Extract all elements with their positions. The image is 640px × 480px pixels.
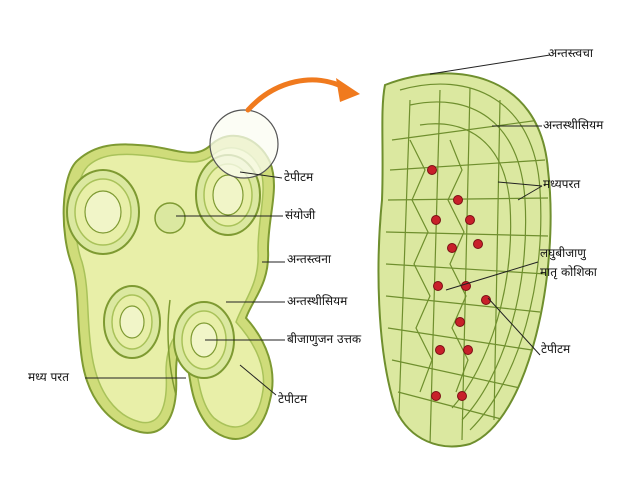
connective-tissue — [154, 202, 186, 234]
label-tapetum-right: टेपीटम — [541, 342, 571, 356]
label-epidermis-left: अन्तस्त्वना — [287, 252, 331, 266]
pollen-sac-bottom-left — [103, 285, 161, 359]
magnified-section — [377, 72, 552, 448]
label-endothecium-top: अन्तस्त्वचा — [548, 46, 593, 60]
microspore-mother-cell-nuclei — [427, 165, 491, 401]
magnify-arrow — [245, 77, 348, 113]
pollen-sac-bottom-right — [173, 301, 235, 379]
label-tapetum-left-top: टेपीटम — [284, 170, 314, 184]
label-microspore-mother-line2: मातृ कोशिका — [540, 265, 597, 279]
leader-lines — [85, 54, 551, 396]
label-sporogenous-tissue: बीजाणुजन उत्तक — [287, 332, 362, 346]
label-tapetum-left-bottom: टेपीटम — [278, 392, 308, 406]
label-endothecium-right: अन्तस्थीसियम — [543, 118, 604, 132]
anther-cross-section — [62, 109, 279, 440]
magnify-arrow-head — [336, 78, 360, 102]
magnify-circle — [209, 109, 279, 179]
magnified-outline — [377, 72, 552, 448]
pollen-sac-top-left — [66, 169, 140, 255]
label-connective: संयोजी — [285, 208, 316, 222]
label-middle-layer-right: मध्यपरत — [543, 177, 581, 191]
label-microspore-mother-line1: लघुबीजाणु — [540, 246, 586, 260]
label-middle-layer-left: मध्य परत — [28, 370, 70, 384]
sac-divider — [167, 299, 177, 396]
label-endothecium-left: अन्तस्थीसियम — [287, 294, 348, 308]
